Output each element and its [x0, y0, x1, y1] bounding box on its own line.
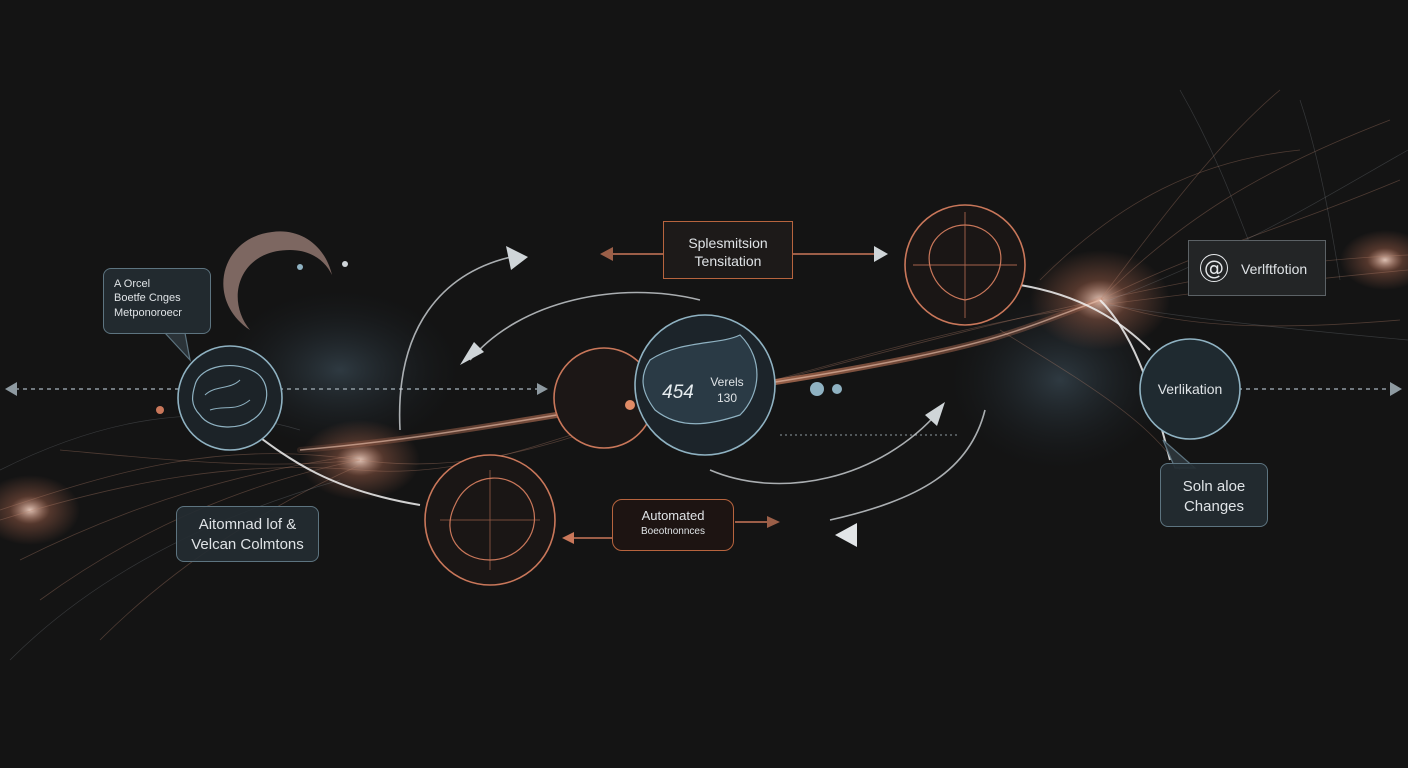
- center-circle-numeral: 454: [662, 382, 694, 403]
- center-circle-text: Verels 130: [702, 375, 752, 406]
- copper-arrow-bottom-right-icon: [767, 516, 780, 528]
- axis-mid-arrow-icon: [537, 383, 548, 395]
- axis-right-arrow-icon: [1390, 382, 1402, 396]
- verification-circle-label: Verlikation: [1157, 381, 1223, 397]
- top-left-note-line-1: A Orcel: [114, 278, 151, 290]
- center-circle: [634, 314, 776, 456]
- automated-center-line-2: Boeotnonnces: [641, 525, 705, 537]
- at-symbol-icon: @: [1200, 254, 1228, 282]
- crescent-shape: [223, 231, 332, 330]
- automated-left-line-2: Velcan Colmtons: [191, 535, 304, 553]
- at-symbol-glyph: @: [1204, 256, 1224, 280]
- center-circle-text-line-1: Verels: [710, 375, 744, 389]
- soln-aloe-line-2: Changes: [1183, 497, 1245, 515]
- brain-circle-bottom: [424, 454, 556, 586]
- arrowhead-bottom-icon: [835, 523, 857, 547]
- arrowhead-top-left-icon: [506, 246, 528, 270]
- node-dots: [156, 261, 842, 414]
- brain-circle-top-right: [904, 204, 1026, 326]
- speleminsion-line-1: Splesmitsion: [688, 235, 768, 251]
- brain-circle-left: [177, 345, 283, 451]
- cycle-arrows: [398, 254, 986, 521]
- verification-top-label: Verlftfotion: [1241, 261, 1308, 277]
- note-pointer: [163, 332, 191, 362]
- automated-left-line-1: Aitomnad lof &: [198, 516, 297, 533]
- soln-aloe-line-1: Soln aloe: [1182, 478, 1246, 495]
- soln-aloe-box: Soln aloe Changes: [1160, 463, 1268, 527]
- top-left-note: A Orcel Boetfe Cnges Metponoroecr: [103, 268, 211, 334]
- arrowhead-mid-left-icon: [460, 342, 484, 365]
- white-connectors: [249, 284, 1171, 506]
- arc-arrowheads: [460, 246, 945, 547]
- automated-left-box: Aitomnad lof & Velcan Colmtons: [176, 506, 319, 562]
- automated-center-line-1: Automated: [641, 508, 705, 523]
- axis-left-arrow-icon: [5, 382, 17, 396]
- copper-arrows: [562, 246, 888, 544]
- arrowhead-mid-right-icon: [925, 402, 945, 426]
- top-left-note-line-3: Metponoroecr: [114, 306, 182, 319]
- speleminsion-box: Splesmitsion Tensitation: [663, 221, 793, 279]
- copper-arrow-left-icon: [600, 247, 613, 261]
- center-circle-text-line-2: 130: [716, 390, 738, 405]
- speleminsion-line-2: Tensitation: [694, 253, 762, 270]
- copper-arrow-bottom-left-icon: [562, 532, 574, 544]
- top-left-note-line-2: Boetfe Cnges: [114, 292, 181, 305]
- automated-center-box: Automated Boeotnonnces: [612, 499, 734, 551]
- verification-circle: [1139, 338, 1241, 440]
- copper-arrow-right-icon: [874, 246, 888, 262]
